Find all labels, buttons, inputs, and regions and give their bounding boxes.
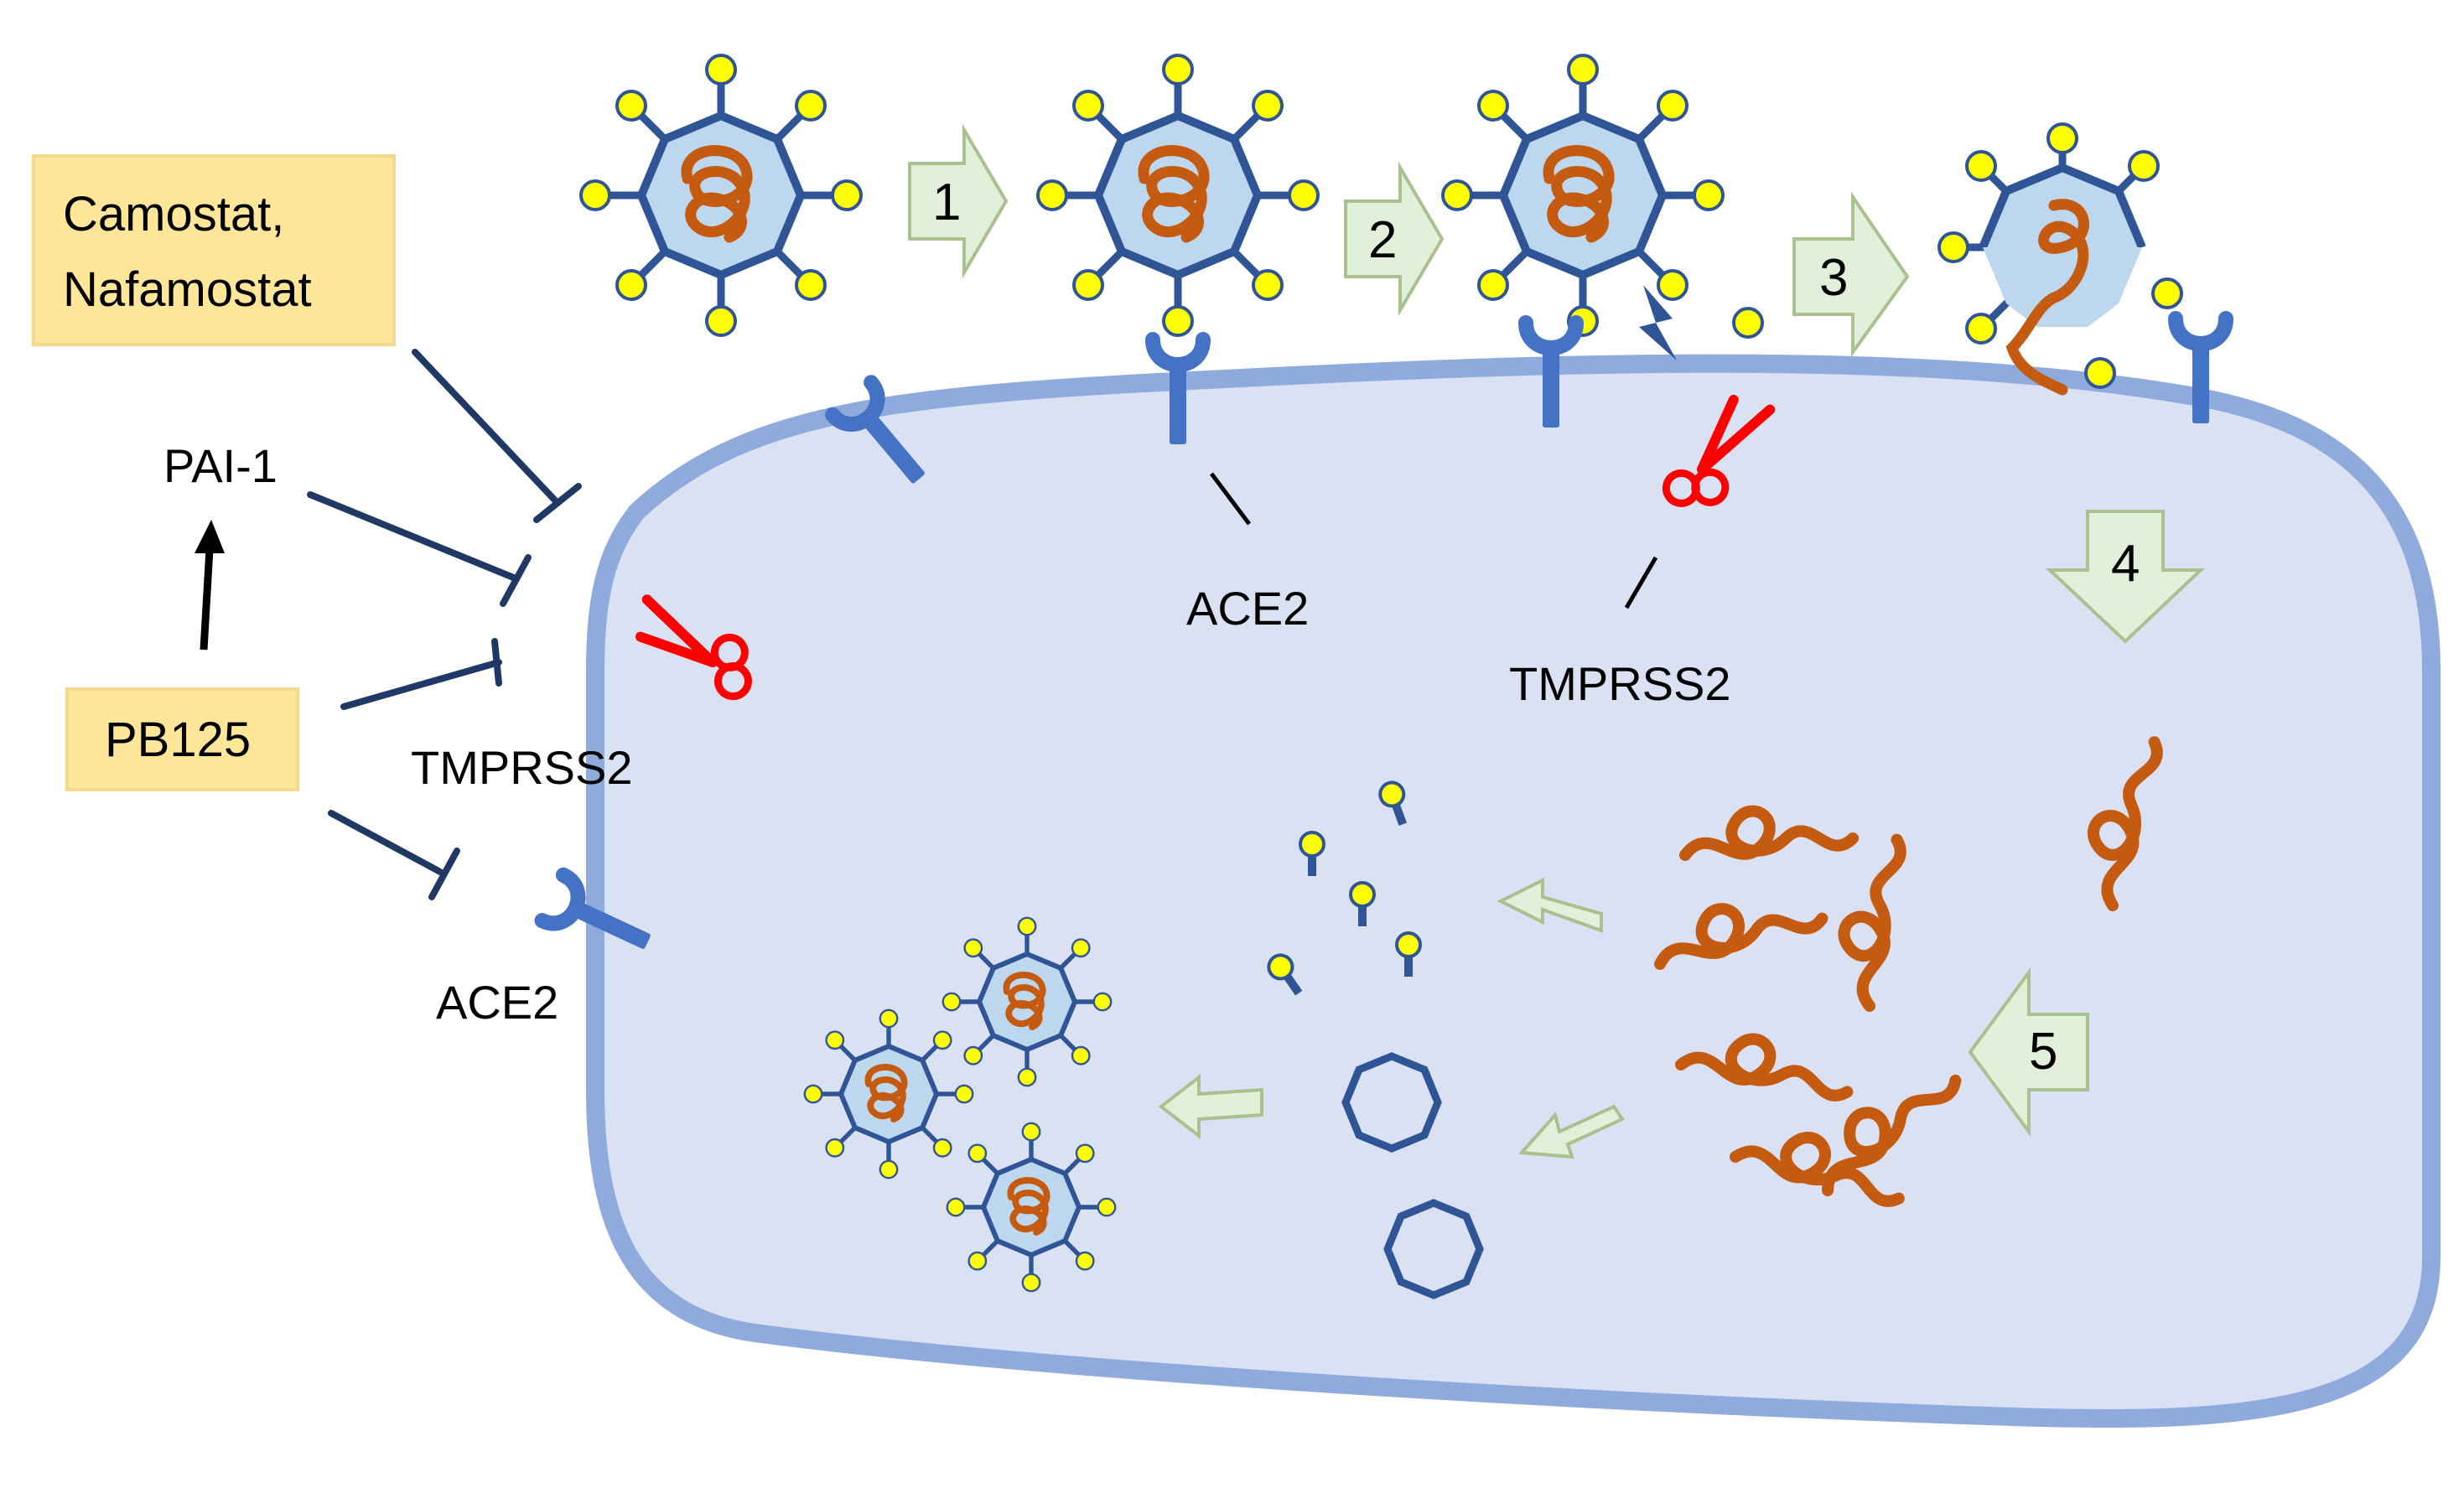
step-label-2: 2: [1368, 211, 1397, 269]
virus-icon: [943, 918, 1111, 1086]
step-label-3: 3: [1819, 249, 1848, 307]
virus-icon: [1038, 55, 1318, 335]
pb125-box: PB125: [65, 687, 299, 791]
camostat-label-line1: Camostat,: [63, 187, 284, 241]
ace2-left-label: ACE2: [436, 976, 558, 1029]
tmprss2-left-label: TMPRSS2: [411, 741, 633, 794]
ace2-top-label: ACE2: [1186, 582, 1309, 635]
step-label-5: 5: [2029, 1023, 2057, 1081]
step-label-4: 4: [2111, 535, 2140, 593]
virus-icon: [805, 1010, 973, 1178]
step-arrow-4: 4: [2045, 510, 2206, 644]
step-arrow-3: 3: [1792, 191, 1910, 358]
pb125-label: PB125: [105, 713, 251, 767]
camostat-label-line2: Nafamostat: [63, 262, 312, 317]
camostat-box: Camostat, Nafamostat: [32, 154, 396, 346]
cell-body: [586, 354, 2441, 1428]
virus-icon: [581, 55, 861, 335]
virus-icon: [1443, 55, 1723, 335]
virus-icon: [1937, 122, 2183, 396]
step-label-1: 1: [932, 174, 961, 231]
spike-protein-icon: [1732, 307, 1764, 339]
virus-icon: [947, 1123, 1115, 1291]
step-arrow-2: 2: [1344, 161, 1445, 317]
secondary-arrows: [1158, 877, 1625, 1159]
step-arrow-1: 1: [908, 123, 1009, 279]
tmprss2-top-pointer: [1624, 556, 1658, 609]
tmprss2-top-label: TMPRSS2: [1509, 657, 1731, 710]
step-arrow-5: 5: [1968, 967, 2089, 1138]
inhibition-lines: [307, 349, 582, 900]
ace2-top-pointer: [1210, 472, 1251, 526]
pai1-induction-arrow: [195, 520, 225, 651]
pai1-label: PAI-1: [163, 439, 278, 492]
